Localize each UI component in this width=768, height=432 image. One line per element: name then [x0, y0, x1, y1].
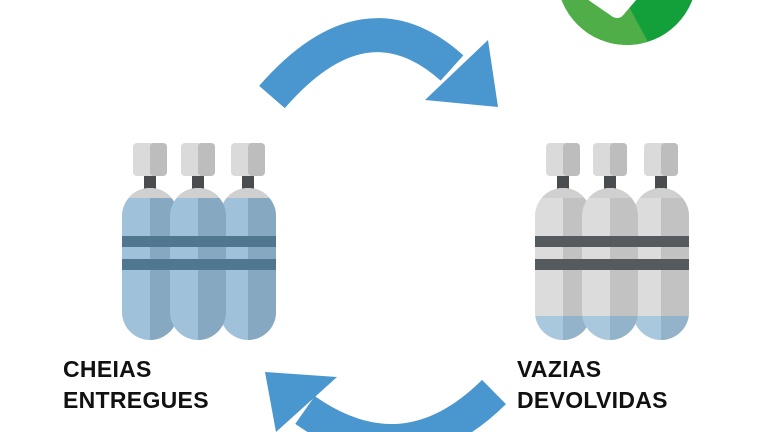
empty-cylinders-icon — [535, 143, 689, 340]
cylinder-icon — [633, 143, 689, 340]
cylinder-icon — [220, 143, 276, 340]
cylinder-icon — [170, 143, 226, 340]
empty-label-line1: VAZIAS — [517, 356, 602, 382]
full-cylinders-icon — [122, 143, 276, 340]
full-label-line2: ENTREGUES — [63, 387, 209, 413]
check-badge-icon — [557, 0, 697, 45]
empty-returned-label: VAZIAS DEVOLVIDAS — [517, 354, 668, 416]
arrow-bottom-icon — [265, 372, 506, 432]
cylinder-icon — [582, 143, 638, 340]
full-delivered-label: CHEIAS ENTREGUES — [63, 354, 209, 416]
empty-label-line2: DEVOLVIDAS — [517, 387, 668, 413]
cylinder-icon — [122, 143, 178, 340]
full-label-line1: CHEIAS — [63, 356, 152, 382]
arrow-top-icon — [259, 18, 498, 109]
